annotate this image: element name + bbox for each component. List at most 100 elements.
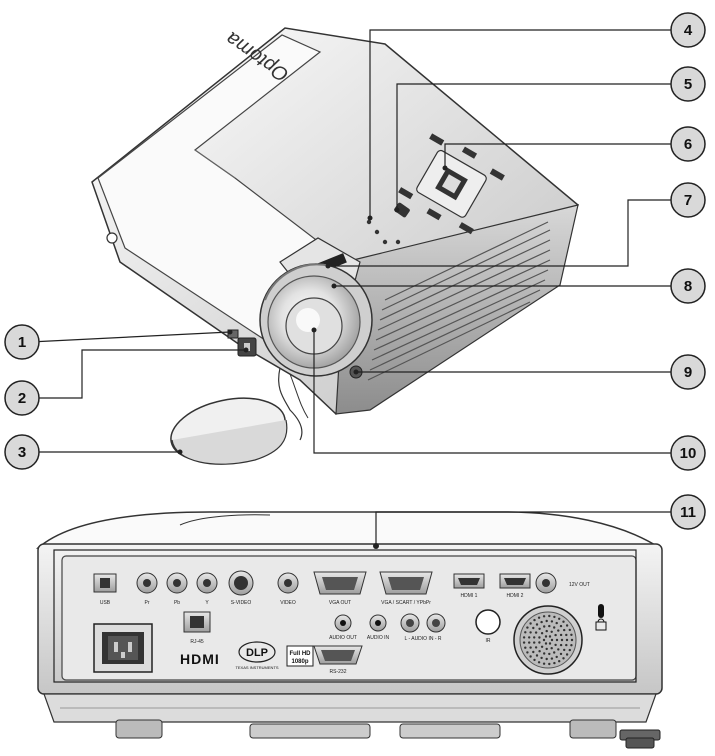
grille-hole: [553, 651, 556, 654]
grille-hole: [553, 626, 556, 629]
grille-hole: [557, 648, 560, 651]
hdmi1-port[interactable]: [453, 573, 485, 589]
grille-hole: [540, 620, 543, 624]
hdmi-logo: HDMI: [180, 651, 220, 667]
grille-hole: [529, 622, 532, 625]
grille-hole: [535, 623, 539, 626]
control-keypad[interactable]: [396, 129, 507, 238]
grille-hole: [555, 655, 558, 659]
svg-text:8: 8: [684, 278, 692, 295]
grille-hole: [550, 657, 554, 660]
grille-hole: [538, 641, 541, 644]
component-pr-jack[interactable]: [136, 572, 158, 594]
grille-hole: [559, 652, 563, 656]
12v-out-jack[interactable]: [535, 572, 557, 594]
label-12v-out: 12V OUT: [569, 582, 590, 588]
label-audio-in: AUDIO IN: [367, 635, 390, 641]
projector-side-panel: [335, 204, 579, 415]
side-vents: [367, 221, 551, 381]
grille-hole: [559, 624, 563, 628]
grille-hole: [548, 652, 551, 656]
grille-hole: [545, 657, 548, 661]
callout-11: 11: [670, 494, 706, 530]
grille-hole: [534, 646, 538, 649]
grille-hole: [557, 629, 560, 632]
svg-text:4: 4: [684, 22, 693, 39]
callout-3: 3: [4, 434, 40, 470]
grille-hole: [550, 620, 554, 623]
grille-hole: [543, 625, 546, 628]
grille-hole: [554, 643, 557, 647]
grille-hole: [565, 643, 568, 647]
audio-r-jack[interactable]: [426, 613, 446, 633]
rs232-port[interactable]: [313, 645, 363, 665]
callout-4: 4: [670, 12, 706, 48]
speaker-grille: [513, 605, 583, 675]
callout-8: 8: [670, 268, 706, 304]
callout-10: 10: [670, 435, 706, 471]
grille-hole: [553, 615, 556, 619]
svg-text:6: 6: [684, 136, 692, 153]
label-pb: Pb: [174, 600, 180, 606]
svideo-port[interactable]: [228, 570, 254, 596]
rj45-port[interactable]: [183, 611, 211, 633]
grille-hole: [540, 656, 543, 660]
grille-hole: [524, 646, 527, 649]
grille-hole: [538, 650, 541, 653]
lens-assembly: [259, 263, 373, 377]
usb-port[interactable]: [93, 573, 117, 593]
vga-scart-ypbpr-port[interactable]: [379, 571, 433, 595]
grille-hole: [522, 641, 526, 644]
audio-out-jack[interactable]: [334, 614, 352, 632]
callout-5: 5: [670, 66, 706, 102]
grille-hole: [542, 662, 546, 665]
kensington-lock-icon: [595, 604, 607, 631]
ac-power-socket[interactable]: [93, 623, 153, 673]
grille-hole: [550, 638, 554, 642]
label-pr: Pr: [145, 600, 150, 606]
svg-text:7: 7: [684, 192, 692, 209]
grille-hole: [537, 616, 541, 619]
grille-hole: [538, 627, 541, 630]
grille-hole: [570, 638, 574, 642]
label-svideo: S-VIDEO: [231, 600, 252, 606]
component-pb-jack[interactable]: [166, 572, 188, 594]
grille-hole: [565, 624, 569, 627]
grille-hole: [544, 642, 548, 645]
vga-out-port[interactable]: [313, 571, 367, 595]
grille-hole: [568, 648, 571, 652]
grille-hole: [545, 629, 548, 633]
grille-hole: [545, 647, 548, 651]
svg-text:TEXAS INSTRUMENTS: TEXAS INSTRUMENTS: [235, 665, 278, 670]
grille-hole: [534, 631, 538, 634]
hdmi2-port[interactable]: [499, 573, 531, 589]
component-y-jack[interactable]: [196, 572, 218, 594]
label-usb: USB: [100, 600, 111, 606]
svg-text:1080p: 1080p: [291, 659, 308, 665]
grille-hole: [529, 655, 532, 658]
grille-hole: [558, 660, 561, 663]
grille-hole: [548, 642, 552, 645]
label-hdmi1: HDMI 1: [461, 593, 478, 599]
audio-l-jack[interactable]: [400, 613, 420, 633]
grille-hole: [543, 652, 546, 655]
svg-text:10: 10: [680, 445, 697, 462]
leader-lines: [29, 29, 673, 546]
rear-adjuster-foot[interactable]: [619, 729, 661, 749]
grille-hole: [568, 628, 571, 632]
rear-foot-left: [115, 719, 163, 739]
power-button[interactable]: [393, 202, 410, 218]
grille-hole: [533, 618, 536, 622]
video-jack[interactable]: [277, 572, 299, 594]
audio-in-jack[interactable]: [369, 614, 387, 632]
elevator-button[interactable]: [227, 329, 239, 339]
grille-hole: [526, 626, 529, 629]
front-ir-receiver-icon: [106, 232, 118, 244]
lens-cap-strap: [278, 367, 303, 441]
grille-hole: [563, 648, 566, 652]
svg-text:3: 3: [18, 444, 26, 461]
projector-front-view: Optoma: [91, 27, 580, 465]
label-hdmi2: HDMI 2: [507, 593, 524, 599]
callout-2: 2: [4, 380, 40, 416]
callout-11-region: [53, 549, 637, 683]
